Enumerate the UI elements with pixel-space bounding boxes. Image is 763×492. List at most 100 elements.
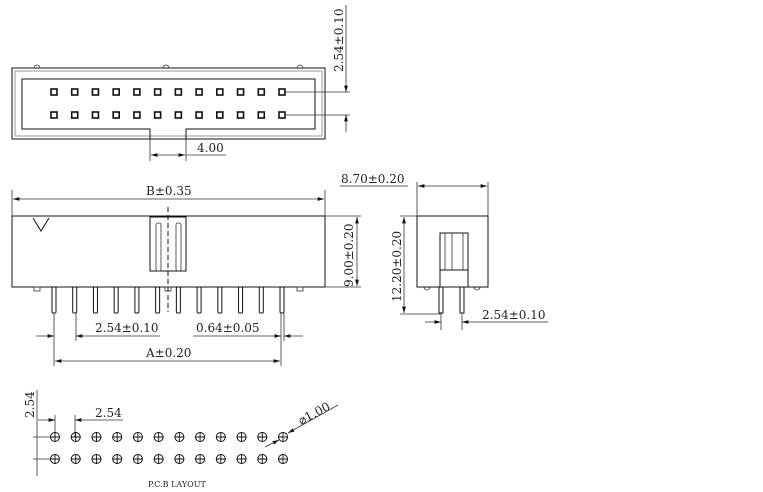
hole-crosshair (153, 432, 164, 442)
latch-slot (175, 222, 182, 272)
latch-slot (155, 222, 162, 272)
top-outer-body (11, 67, 326, 140)
pin1-marker-triangle (32, 217, 50, 232)
body-height-label: 9.00±0.20 (342, 224, 356, 288)
top-pin-array (50, 88, 286, 119)
leader-line (264, 439, 280, 448)
pcb-hole (132, 432, 143, 442)
hole-crosshair (70, 432, 81, 442)
side-pin (438, 286, 444, 314)
hole-crosshair (174, 454, 185, 464)
hole-crosshair (278, 454, 288, 464)
top-body-inner-edge (14, 70, 323, 137)
pin-pitch-label: 2.54±0.10 (95, 321, 159, 335)
front-pin (258, 286, 264, 314)
hole-crosshair (112, 432, 123, 442)
top-pin (91, 88, 100, 96)
hole-crosshair (70, 454, 81, 464)
hole-crosshair (257, 454, 268, 464)
front-pin (51, 286, 57, 314)
hole-diameter-label: ⌀1.00 (296, 399, 333, 427)
hole-crosshair (50, 432, 60, 442)
pcb-hole (112, 432, 123, 442)
hole-crosshair (278, 432, 288, 442)
hole-crosshair (50, 454, 60, 464)
hole-crosshair (132, 432, 143, 442)
pin-span-label: A±0.20 (145, 346, 191, 360)
top-cavity-outline (21, 78, 316, 139)
side-body (416, 215, 489, 288)
top-pin (236, 88, 245, 96)
pcb-hole (153, 454, 164, 464)
side-latch (439, 232, 469, 288)
pcb-hole (215, 432, 226, 442)
pcb-hole (91, 454, 102, 464)
top-pin (236, 111, 245, 119)
hole-crosshair (236, 432, 247, 442)
top-pin (195, 111, 203, 119)
standoff (164, 286, 172, 292)
pcb-hole (174, 454, 185, 464)
top-pin (153, 88, 162, 96)
front-pin (134, 286, 140, 314)
top-pin (278, 111, 286, 119)
side-standoffs (423, 286, 481, 291)
pcb-hole (236, 454, 247, 464)
side-pin (459, 286, 465, 314)
top-pin (153, 111, 162, 119)
pcb-hole (174, 432, 185, 442)
pcb-hole (278, 432, 288, 442)
standoff (296, 286, 304, 292)
top-pin (112, 111, 120, 119)
hole-crosshair (236, 454, 247, 464)
top-view: 2.54±0.10 4.00 (11, 5, 350, 161)
top-pin (133, 111, 141, 119)
top-pin (133, 88, 141, 96)
leader-line (287, 404, 339, 434)
hole-crosshair (215, 432, 226, 442)
front-pin (279, 286, 285, 314)
width-label: 8.70±0.20 (341, 172, 405, 186)
top-pin (70, 88, 79, 96)
pin-width-label: 0.64±0.05 (196, 321, 260, 335)
top-pin (216, 111, 224, 119)
row-pitch-label: 2.54±0.10 (482, 308, 546, 322)
top-pin (50, 111, 58, 119)
front-pin (175, 286, 181, 314)
pcb-hole (50, 454, 60, 464)
top-pin (278, 88, 286, 96)
front-pin (196, 286, 202, 314)
top-pin (112, 88, 120, 96)
row-pitch-label: 2.54±0.10 (332, 9, 346, 73)
hole-crosshair (112, 454, 123, 464)
pcb-hole (50, 432, 60, 442)
pcb-hole (195, 432, 206, 442)
hole-crosshair (132, 454, 143, 464)
side-view: 8.70±0.20 12.20±0.20 2.54±0.10 (340, 172, 548, 330)
hole-crosshair (153, 454, 164, 464)
hole-crosshair (257, 432, 268, 442)
pcb-hole (70, 454, 81, 464)
pcb-hole (91, 432, 102, 442)
pcb-hole (215, 454, 226, 464)
top-pin (50, 88, 58, 96)
hole-crosshair (91, 432, 102, 442)
pcb-hole (257, 432, 268, 442)
pcb-hole (257, 454, 268, 464)
pcb-row-pitch-label: 2.54 (23, 391, 37, 418)
top-pin (174, 111, 183, 119)
top-pin (195, 88, 203, 96)
front-pin (92, 286, 98, 314)
hole-crosshair (91, 454, 102, 464)
top-pin (70, 111, 79, 119)
pcb-layout-title: P.C.B LAYOUT (148, 480, 206, 489)
pcb-hole (236, 432, 247, 442)
pcb-hole (112, 454, 123, 464)
hole-crosshair (195, 454, 206, 464)
pcb-hole-array (50, 432, 288, 464)
top-pin (91, 111, 100, 119)
key-slot-label: 4.00 (197, 141, 224, 155)
front-pin (72, 286, 78, 314)
pcb-hole (195, 454, 206, 464)
